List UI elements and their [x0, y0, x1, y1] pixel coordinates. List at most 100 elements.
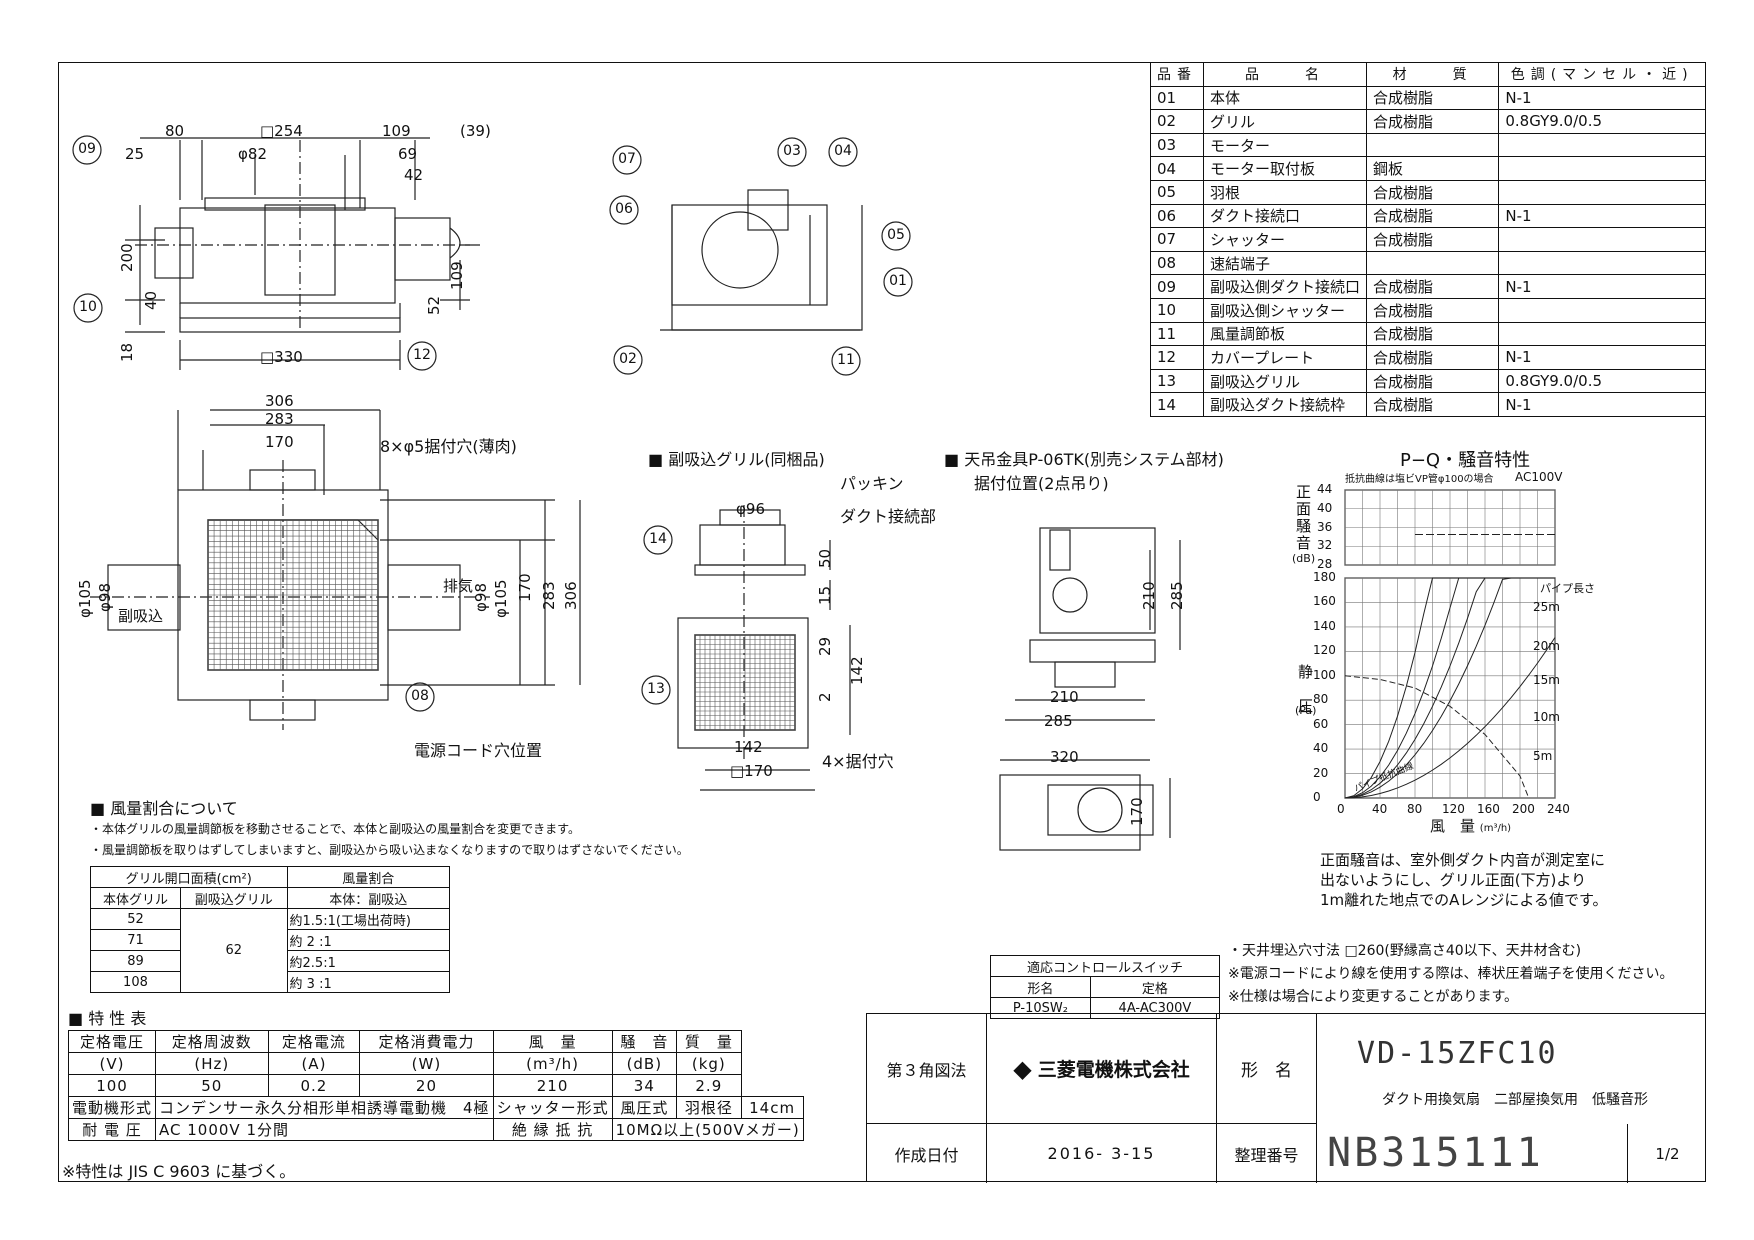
plan-view	[90, 409, 581, 730]
packing-label: パッキン	[840, 474, 904, 493]
pipe-label: 15m	[1533, 673, 1560, 688]
front-dim: 109	[382, 122, 411, 140]
document-number: NB315111	[1327, 1130, 1544, 1176]
plan-dim: φ98	[472, 583, 490, 612]
p-tick: 140	[1313, 618, 1336, 633]
callout-number: 12	[413, 347, 431, 363]
callout-number: 02	[619, 351, 637, 367]
hanger-dim: 285	[1044, 712, 1073, 730]
x-tick: 120	[1442, 802, 1465, 816]
page-number: 1/2	[1627, 1124, 1707, 1183]
date-value: 2016- 3-15	[987, 1124, 1217, 1183]
specs-footnote: ※特性は JIS C 9603 に基づく。	[62, 1162, 296, 1181]
p-tick: 40	[1313, 741, 1329, 756]
noise-ylabel: 正面騒音	[1296, 483, 1312, 552]
projection-label: 第３角図法	[867, 1014, 987, 1124]
callout-number: 11	[837, 352, 855, 368]
plan-dim: 306	[562, 581, 580, 610]
callout-number: 06	[615, 201, 633, 217]
date-label: 作成日付	[867, 1124, 987, 1183]
x-tick: 40	[1372, 802, 1388, 816]
callout-number: 09	[78, 141, 96, 157]
install-note: ※電源コードにより線を使用する際は、棒状圧着端子を使用ください。	[1228, 966, 1674, 982]
callout-number: 01	[889, 273, 907, 289]
side-view	[660, 189, 863, 331]
pq-title: P−Q・騒音特性	[1400, 450, 1531, 471]
install-note: ・天井埋込穴寸法 □260(野縁高さ40以下、天井材含む)	[1228, 943, 1582, 959]
noise-unit: (dB)	[1292, 552, 1316, 565]
install-note: ※仕様は場合により変更することがあります。	[1228, 989, 1519, 1005]
p-unit: (Pa)	[1295, 704, 1317, 717]
plan-dim: 170	[516, 573, 534, 602]
specs-title: ■ 特 性 表	[68, 1009, 147, 1028]
pq-curve	[1344, 675, 1530, 799]
sub-grille-dim: □170	[730, 762, 773, 780]
x-tick: 200	[1512, 802, 1535, 816]
pq-note: 抵抗曲線は塩ビVP管φ100の場合	[1345, 474, 1494, 485]
p-tick: 60	[1313, 716, 1329, 731]
exhaust-label: 排気	[443, 577, 474, 595]
pq-power: AC100V	[1515, 470, 1563, 484]
callout-number: 10	[79, 299, 97, 315]
noise-tick: 36	[1317, 519, 1333, 534]
pipe-resistance-curve	[1344, 637, 1556, 799]
pipe-title: パイプ長さ	[1540, 582, 1595, 595]
callout-number: 05	[887, 227, 905, 243]
front-dim: 80	[165, 122, 185, 140]
drawing-frame	[58, 62, 1706, 1182]
noise-tick: 28	[1317, 557, 1333, 571]
noise-tick: 32	[1317, 538, 1333, 553]
hanger-dim: 170	[1128, 797, 1146, 826]
pipe-label: 20m	[1533, 639, 1560, 654]
model-label: 形 名	[1217, 1014, 1317, 1124]
pq-xlabel: 風 量 (m³/h)	[1430, 817, 1512, 835]
p-tick: 100	[1313, 667, 1336, 682]
p-tick: 20	[1313, 765, 1329, 780]
hanger-drawing	[999, 527, 1181, 851]
x-tick: 160	[1477, 802, 1500, 816]
company-logo-icon: ◆	[1013, 1054, 1032, 1083]
sub-grille-dim: 15	[816, 585, 834, 605]
pipe-resistance-curve	[1344, 577, 1555, 799]
specs-table: 定格電圧定格周波数定格電流定格消費電力風 量騒 音質 量(V)(Hz)(A)(W…	[67, 1030, 804, 1141]
p-tick: 160	[1313, 594, 1336, 609]
hanger-dim: 320	[1050, 748, 1079, 766]
x-tick: 80	[1407, 802, 1423, 816]
x-tick: 240	[1547, 802, 1570, 816]
callout-number: 04	[834, 143, 852, 159]
front-dim: □254	[260, 122, 303, 140]
holes-label: 4×据付穴	[822, 752, 894, 771]
front-dim: 40	[142, 290, 160, 310]
plan-dim: 283	[265, 410, 294, 428]
p-tick: 0	[1313, 790, 1321, 804]
pq-note-line: 1m離れた地点でのAレンジによる値です。	[1320, 891, 1608, 909]
hanger-dim: 210	[1050, 688, 1079, 706]
sub-grille-dim: 142	[848, 656, 866, 685]
p-tick: 80	[1313, 692, 1329, 707]
mount-holes-label: 8×φ5据付穴(薄肉)	[380, 437, 517, 456]
hanger-dim: 285	[1168, 581, 1186, 610]
p-tick: 120	[1313, 643, 1336, 658]
plan-dim: 170	[265, 433, 294, 451]
callout-number: 13	[647, 681, 665, 697]
plan-dim: φ105	[492, 579, 510, 618]
airflow-note-2: ・風量調節板を取りはずしてしまいますと、副吸込から吸い込まなくなりますので取りは…	[90, 843, 689, 857]
pq-note-line: 正面騒音は、室外側ダクト内音が測定室に	[1320, 851, 1606, 869]
front-dim: 69	[398, 145, 418, 163]
sub-grille-dim: 50	[816, 548, 834, 568]
callouts	[72, 135, 913, 712]
duct-part-label: ダクト接続部	[840, 507, 937, 526]
plan-dim: 306	[265, 392, 294, 410]
hanger-dim: 210	[1140, 581, 1158, 610]
